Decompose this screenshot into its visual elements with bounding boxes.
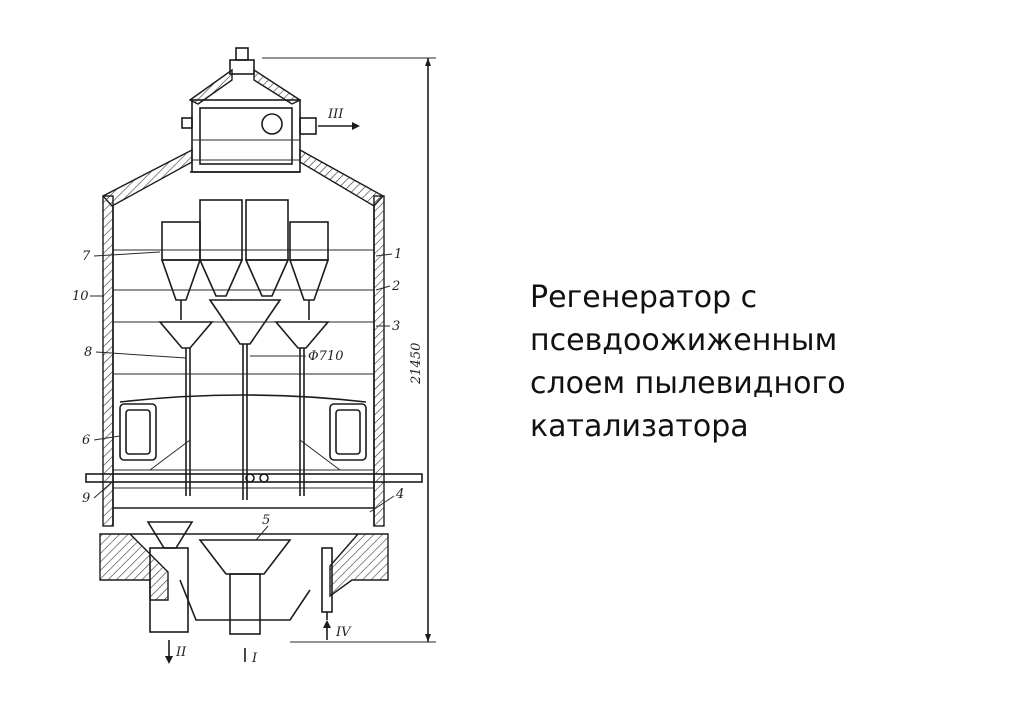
vessel-shell: [102, 195, 385, 527]
spent-catalyst-inlet: [229, 573, 261, 635]
part-label-4: 4: [395, 487, 404, 502]
steam-inlet: [321, 547, 333, 620]
top-nozzle: [229, 47, 255, 75]
part-label-5: 5: [262, 513, 270, 528]
part-label-6: 6: [82, 433, 90, 448]
air-distributor: [85, 473, 423, 483]
part-label-3: 3: [392, 319, 400, 334]
part-label-7: 7: [82, 249, 91, 264]
flow-arrow-iii: III: [318, 107, 360, 130]
upper-dome: [181, 68, 317, 173]
cyclone-center-left: [198, 199, 244, 297]
bottom-cone: [99, 533, 389, 621]
flow-label-iii: III: [327, 107, 344, 122]
part-label-1: 1: [394, 247, 402, 262]
diplegs: [185, 344, 305, 500]
flow-arrow-ii: II: [165, 640, 187, 664]
flow-label-iv: IV: [335, 625, 352, 640]
part-label-8: 8: [84, 345, 92, 360]
diameter-callout: Φ710: [250, 349, 343, 364]
cyclone-left: [160, 221, 202, 320]
slide-caption: Регенератор с псевдоожиженным слоем пыле…: [530, 280, 846, 444]
vessel-roof: [101, 148, 385, 207]
cooling-coils: [119, 394, 367, 471]
regenerated-catalyst-outlet: [146, 521, 194, 633]
cyclone-right: [288, 221, 330, 320]
part-label-2: 2: [391, 279, 400, 294]
part-labels: 7 10 8 6 9 1 2 3 4 5: [72, 247, 404, 541]
part-label-9: 9: [82, 491, 90, 506]
part-label-10: 10: [72, 289, 89, 304]
flow-label-ii: II: [175, 645, 187, 660]
height-dimension: 21450: [262, 57, 436, 643]
flow-arrow-i: I: [244, 648, 258, 666]
collecting-hoppers: [158, 299, 330, 349]
diameter-label: Φ710: [308, 349, 343, 364]
height-dimension-label: 21450: [409, 343, 424, 385]
flow-arrow-iv: IV: [323, 620, 352, 640]
flow-label-i: I: [251, 651, 258, 666]
cyclone-center-right: [244, 199, 290, 297]
